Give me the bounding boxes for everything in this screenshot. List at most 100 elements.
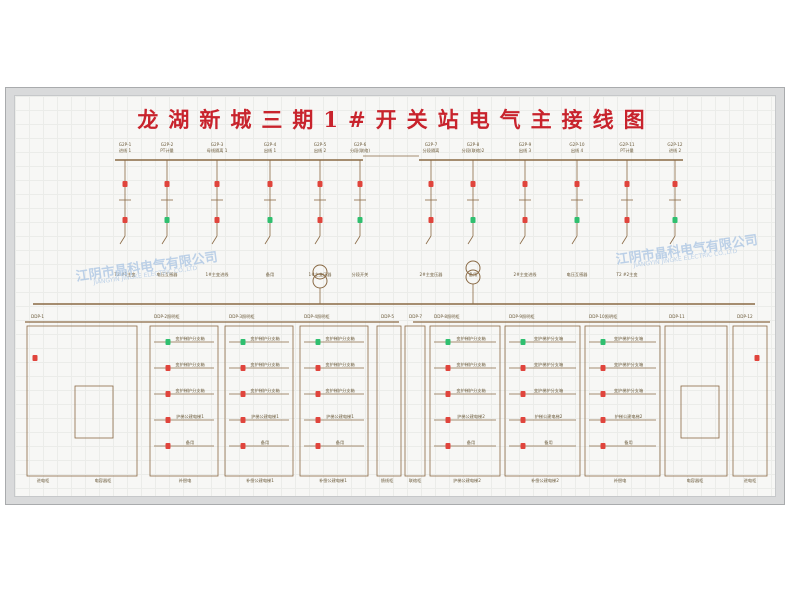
lower-right-out-3-row-label-2: 变护梯护分支箱: [614, 387, 643, 394]
lower-left-out-3-row-breaker-1: [315, 365, 321, 371]
feeder-bottom-label-ur-3: 电压互感器: [567, 271, 589, 278]
lower-right-bottom-label-5: 进电柜: [744, 477, 757, 484]
lower-right-out-2-row-breaker-2: [520, 391, 526, 397]
diagram-title: 龙湖新城三期1#开关站电气主接线图: [137, 107, 655, 132]
feeder-name-ul-1: PT计量: [160, 147, 173, 154]
lower-right-bottom-label-2: 补偿公建电梯2: [531, 477, 559, 484]
feeder-breaker-ul-0: [122, 181, 128, 187]
feeder-code-ur-0: G2P-7: [425, 142, 438, 147]
lower-right-out-1-row-breaker-0: [445, 339, 451, 345]
feeder-ground-ul-5: [354, 235, 361, 245]
feeder-bottom-label-ul-1: 电压互感器: [157, 271, 179, 278]
feeder-name-ul-0: 进线 1: [119, 147, 132, 154]
lower-right-out-2-row-label-3: 护梯公建电梯2: [535, 413, 563, 420]
feeder-lower-breaker-ur-4: [624, 217, 630, 223]
lower-left-bottom-label-3: 补偿公建电梯1: [246, 477, 274, 484]
lower-left-section-0-label: DDP-1: [31, 314, 44, 319]
lower-left-out-2-row-breaker-2: [240, 391, 246, 397]
lower-right-section-0-label: DDP-7: [409, 314, 422, 319]
lower-left-section-1-label: DDP-2照明柜: [154, 313, 180, 320]
lower-right-section-5-frame: [732, 325, 768, 477]
feeder-lower-breaker-ur-0: [428, 217, 434, 223]
lower-right-out-2-row-breaker-3: [520, 417, 526, 423]
feeder-ground-ur-5: [669, 235, 676, 245]
feeder-code-ul-2: G2P-3: [211, 142, 224, 147]
feeder-name-ul-2: 母线隔离 1: [207, 147, 228, 154]
lower-left-out-3-row-label-4: 备用: [336, 439, 344, 446]
lower-left-out-3-row-label-3: 护梯公建电梯1: [326, 413, 354, 420]
feeder-ground-ul-2: [211, 235, 218, 245]
lower-right-section-1-frame: [429, 325, 501, 477]
feeder-lower-breaker-ur-5: [672, 217, 678, 223]
lower-right-out-1-row-breaker-1: [445, 365, 451, 371]
lower-right-out-1-row-label-2: 变护梯护分支箱: [456, 387, 485, 394]
lower-left-out-1-row-breaker-3: [165, 417, 171, 423]
transformer-2-coil-a: [465, 260, 481, 276]
lower-right-section-4-frame: [664, 325, 728, 477]
lower-right-out-1-row-label-1: 变护梯护分支箱: [456, 361, 485, 368]
feeder-code-ul-5: G2P-6: [354, 142, 367, 147]
lower-left-out-1-row-label-1: 变护梯护分支箱: [175, 361, 204, 368]
lower-left-section-3-frame: [299, 325, 369, 477]
lower-left-out-1-row-label-4: 备用: [186, 439, 194, 446]
lower-left-out-1-row-label-3: 护梯公建电梯1: [176, 413, 204, 420]
lower-left-section-3-label: DDP-4照明柜: [304, 313, 330, 320]
feeder-bottom-label-ul-3: 备用: [266, 271, 274, 278]
feeder-breaker-ur-1: [470, 181, 476, 187]
lower-left-out-2-row-breaker-3: [240, 417, 246, 423]
lower-right-out-3-row-label-3: 护梯公建电梯2: [615, 413, 643, 420]
feeder-name-ul-4: 出线 2: [314, 147, 327, 154]
feeder-lower-breaker-ul-0: [122, 217, 128, 223]
lower-left-out-2-row-label-4: 备用: [261, 439, 269, 446]
lower-right-section-0-frame: [404, 325, 426, 477]
lower-right-bottom-label-1: 护梯公建电梯2: [453, 477, 481, 484]
feeder-ground-ur-0: [425, 235, 432, 245]
lower-right-section-3-frame: [584, 325, 661, 477]
lower-left-section-2-frame: [224, 325, 294, 477]
feeder-bottom-label-ul-0: T2 #1主变: [113, 271, 135, 278]
lower-left-out-1-row-breaker-4: [165, 443, 171, 449]
feeder-ground-ur-3: [571, 235, 578, 245]
feeder-code-ur-4: G2P-11: [619, 142, 635, 147]
lower-left-out-3-row-label-1: 变护梯护分支箱: [325, 361, 354, 368]
feeder-bottom-label-ur-2: 2#主变进线: [514, 271, 538, 278]
lower-left-bottom-label-1: 电容器柜: [95, 477, 112, 484]
wiring-diagram: G2P-1进线 1T2 #1主变G2P-2PT计量电压互感器G2P-3母线隔离 …: [25, 142, 770, 484]
lower-right-out-3-row-breaker-1: [600, 365, 606, 371]
feeder-code-ur-2: G2P-9: [519, 142, 532, 147]
feeder-name-ur-3: 出线 4: [571, 147, 584, 154]
transformer-1-coil-a: [312, 264, 328, 280]
lower-right-out-2-row-breaker-4: [520, 443, 526, 449]
lower-left-bottom-label-4: 补偿公建电梯1: [319, 477, 347, 484]
lower-left-bottom-label-2: 补偿电: [179, 477, 192, 484]
lower-left-out-3-row-breaker-4: [315, 443, 321, 449]
lower-left-out-2-row-breaker-1: [240, 365, 246, 371]
lower-right-out-3-row-breaker-2: [600, 391, 606, 397]
lower-right-section-5-label: DDP-12: [737, 314, 753, 319]
feeder-ground-ur-1: [467, 235, 474, 245]
feeder-breaker-ul-3: [267, 181, 273, 187]
lower-left-section-2-label: DDP-3照明柜: [229, 313, 255, 320]
lower-left-out-1-row-label-2: 变护梯护分支箱: [175, 387, 204, 394]
lower-left-out-1-row-label-0: 变护梯护分支箱: [175, 335, 204, 342]
lower-right-out-3-row-label-1: 变护梯护分支箱: [614, 361, 643, 368]
feeder-lower-breaker-ul-4: [317, 217, 323, 223]
feeder-breaker-ur-0: [428, 181, 434, 187]
feeder-code-ur-3: G2P-10: [569, 142, 585, 147]
lower-right-bottom-label-4: 电容器柜: [687, 477, 704, 484]
lower-left-out-1-row-breaker-1: [165, 365, 171, 371]
lower-left-out-2-row-label-3: 护梯公建电梯1: [251, 413, 279, 420]
feeder-lower-breaker-ul-3: [267, 217, 273, 223]
lower-left-bottom-label-5: 馈线柜: [381, 477, 394, 484]
feeder-code-ul-1: G2P-2: [161, 142, 174, 147]
feeder-lower-breaker-ur-1: [470, 217, 476, 223]
lower-left-out-3-row-label-0: 变护梯护分支箱: [325, 335, 354, 342]
lower-right-out-1-row-label-0: 变护梯护分支箱: [456, 335, 485, 342]
feeder-code-ul-3: G2P-4: [264, 142, 277, 147]
feeder-lower-breaker-ul-2: [214, 217, 220, 223]
lower-right-section-3-label: DDP-10照明柜: [589, 313, 617, 320]
lower-left-out-2-row-label-1: 变护梯护分支箱: [250, 361, 279, 368]
feeder-name-ul-5: 分段(联络): [350, 147, 370, 154]
feeder-breaker-ul-1: [164, 181, 170, 187]
